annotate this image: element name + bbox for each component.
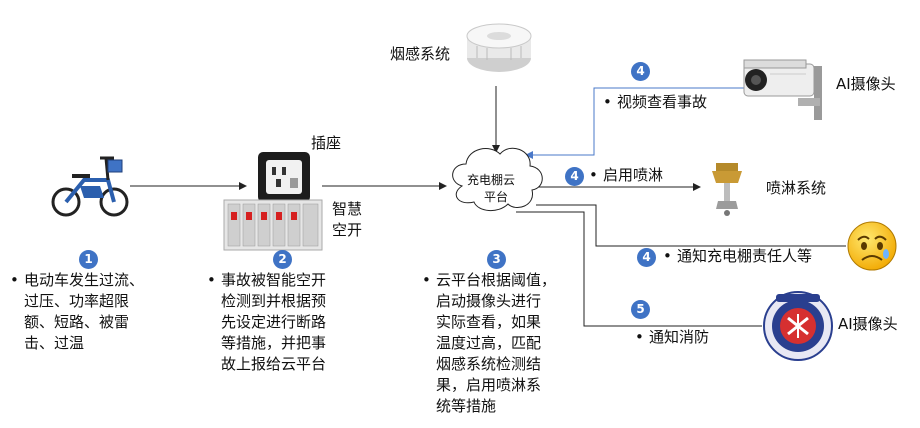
step-3-line: 烟感系统检测结: [436, 355, 542, 373]
bullet: •: [207, 271, 216, 289]
action-fire-badge: 5: [631, 300, 650, 319]
socket-label: 插座: [311, 134, 342, 152]
step-1-badge: 1: [79, 250, 98, 269]
ai-camera-label: AI摄像头: [836, 75, 896, 93]
arrow-camera-to-cloud: [525, 87, 770, 159]
breaker-label-line1: 智慧: [332, 200, 363, 218]
step-3-line: 云平台根据阈值，: [436, 271, 557, 289]
step-2-badge: 2: [273, 250, 292, 269]
sprinkler-icon: [712, 163, 742, 216]
bullet: •: [10, 271, 19, 289]
action-video-badge: 4: [631, 62, 650, 81]
action-fire-text: 通知消防: [649, 328, 710, 346]
step-1-line: 电动车发生过流、: [24, 271, 145, 289]
step-2-line: 等措施，并把事: [221, 334, 327, 352]
step-3-line: 启动摄像头进行: [436, 292, 542, 310]
action-spray-badge: 4: [565, 167, 584, 186]
cloud-label-line1: 充电棚云: [467, 173, 516, 187]
cloud-platform-icon: [452, 147, 543, 211]
smart-socket-icon: [258, 152, 310, 202]
step-3-line: 实际查看，如果: [436, 313, 542, 331]
bullet: •: [603, 93, 612, 111]
bullet: •: [663, 247, 672, 265]
action-spray: • 启用喷淋: [589, 165, 664, 186]
action-spray-text: 启用喷淋: [603, 166, 664, 184]
breaker-label-line2: 空开: [332, 221, 363, 239]
action-video-text: 视频查看事故: [617, 93, 708, 111]
action-fire: • 通知消防: [635, 327, 710, 348]
step-3-badge: 3: [487, 250, 506, 269]
step-3-line: 统等措施: [436, 397, 497, 415]
bullet: •: [589, 166, 598, 184]
ai-camera-icon: [743, 59, 822, 120]
smart-breaker-icon: [223, 199, 323, 251]
step-1-line: 击、过温: [24, 334, 85, 352]
cloud-label-line2: 平台: [484, 190, 509, 204]
step-3-description: • 云平台根据阈值， 启动摄像头进行 实际查看，如果 温度过高，匹配 烟感系统检…: [422, 270, 557, 417]
step-3-line: 果，启用喷淋系: [436, 376, 542, 394]
bullet: •: [635, 328, 644, 346]
fire-ai-camera-label: AI摄像头: [838, 315, 898, 333]
step-3-line: 温度过高，匹配: [436, 334, 542, 352]
step-2-description: • 事故被智能空开 检测到并根据预 先设定进行断路 等措施，并把事 故上报给云平…: [207, 270, 327, 375]
step-2-line: 先设定进行断路: [221, 313, 327, 331]
action-notify-badge: 4: [637, 248, 656, 267]
step-2-line: 事故被智能空开: [221, 271, 327, 289]
smoke-system-label: 烟感系统: [390, 45, 451, 63]
fire-department-emblem-icon: [763, 291, 833, 361]
step-1-line: 过压、功率超限: [24, 292, 130, 310]
step-1-line: 额、短路、被雷: [24, 313, 130, 331]
sprinkler-system-label: 喷淋系统: [766, 179, 827, 197]
bullet: •: [422, 271, 431, 289]
action-notify: • 通知充电棚责任人等: [663, 246, 813, 267]
line-cloud-to-fire: [516, 211, 762, 327]
connectors: [130, 86, 846, 327]
step-2-line: 故上报给云平台: [221, 355, 327, 373]
action-video: • 视频查看事故: [603, 92, 708, 113]
line-cloud-to-notify: [536, 204, 846, 247]
electric-bike-icon: [51, 156, 129, 217]
worried-face-icon: [847, 221, 897, 271]
step-2-line: 检测到并根据预: [221, 292, 327, 310]
step-1-description: • 电动车发生过流、 过压、功率超限 额、短路、被雷 击、过温: [10, 270, 145, 354]
action-notify-text: 通知充电棚责任人等: [677, 247, 813, 265]
smoke-detector-icon: [466, 23, 532, 72]
